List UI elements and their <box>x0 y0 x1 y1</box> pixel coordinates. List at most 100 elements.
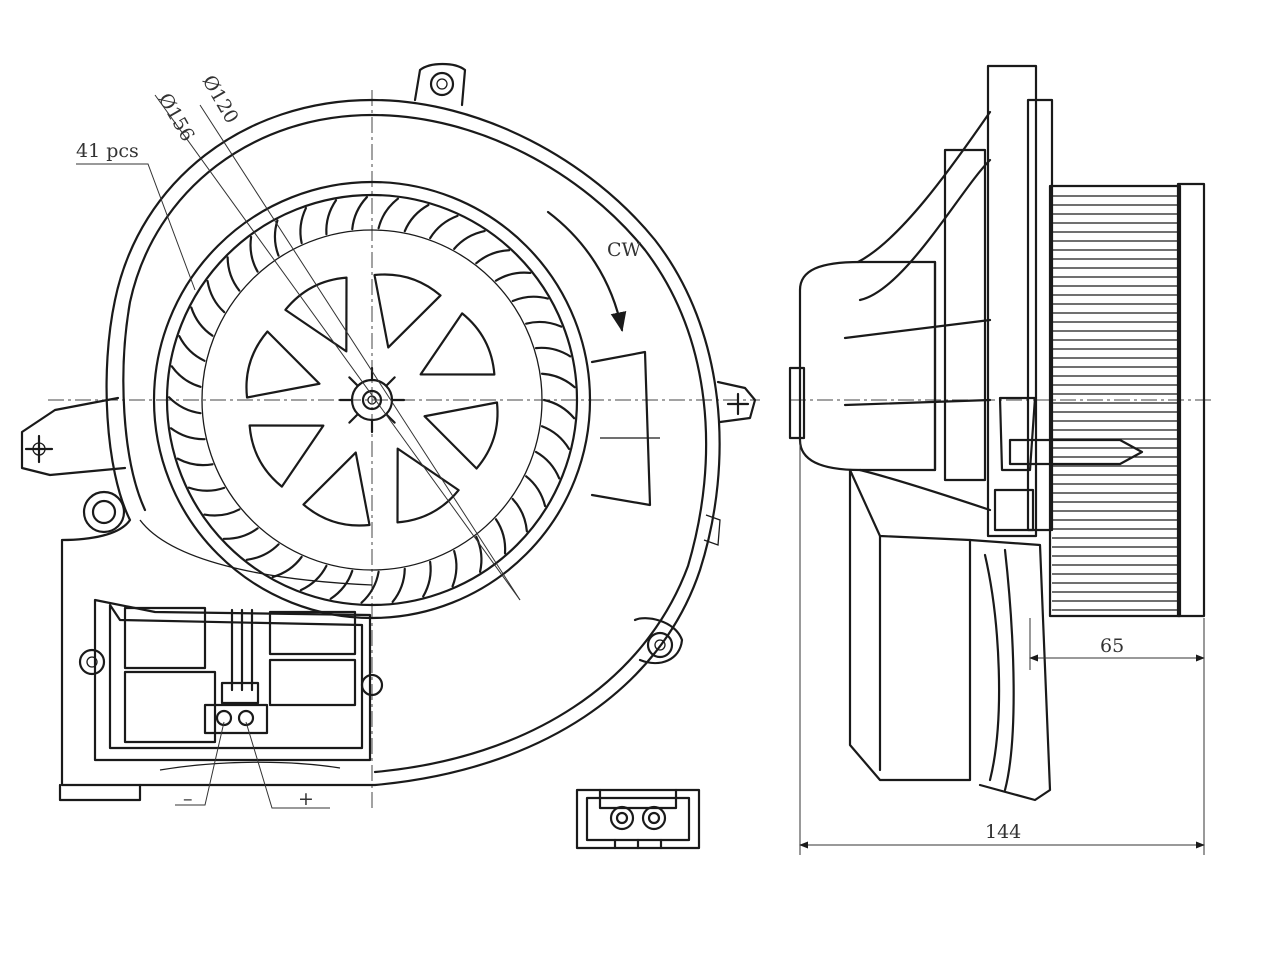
fan-blade <box>403 203 430 233</box>
outer-diameter-label: Ø156 <box>154 90 199 146</box>
right-mount-ear <box>716 380 757 424</box>
fan-blade <box>525 320 563 328</box>
scroll-housing-outer <box>60 98 721 787</box>
blade-count-label: 41 pcs <box>76 140 139 162</box>
hub-window <box>302 451 371 527</box>
fan-blade <box>226 256 241 292</box>
fan-blade <box>511 295 549 303</box>
side-view: 65 144 <box>788 64 1215 855</box>
screw-lower-left <box>78 648 106 676</box>
connector-pin-2 <box>641 805 667 831</box>
side-wheel <box>1048 184 1182 618</box>
inner-diameter-label: Ø120 <box>198 72 243 128</box>
terminal-minus <box>215 709 233 727</box>
lower-housing <box>848 468 972 782</box>
fan-blade <box>222 527 259 540</box>
top-mount-boss <box>413 62 467 107</box>
fan-blade <box>170 365 202 388</box>
fan-blade <box>377 197 400 230</box>
wheel-ribs <box>1052 195 1178 611</box>
fan-blade <box>169 427 206 441</box>
fan-blade <box>494 518 507 555</box>
fan-blade <box>187 486 226 492</box>
hub-windows <box>245 273 499 527</box>
rotation-label: CW <box>607 239 642 261</box>
fan-blades <box>167 195 576 604</box>
screw-lower-center <box>360 673 384 697</box>
rotation-arrow-icon <box>546 210 627 332</box>
fan-blade <box>475 249 511 265</box>
front-view: CW Ø156 Ø120 41 pcs – + <box>20 62 760 810</box>
depth-total-label: 144 <box>985 821 1021 843</box>
bottom-foot <box>58 783 142 802</box>
resistor-block-left <box>123 606 207 670</box>
fan-blade <box>176 457 214 467</box>
fan-blade <box>299 206 308 245</box>
fan-blade <box>203 508 241 517</box>
diameter-leader-outer <box>154 94 521 601</box>
plus-label: + <box>298 788 314 810</box>
fan-blade <box>325 199 338 236</box>
motor-body <box>798 260 937 472</box>
fan-blade <box>534 450 561 480</box>
fan-blade <box>190 306 214 337</box>
fan-blade <box>329 569 354 600</box>
fan-blade <box>540 372 576 389</box>
motor-shaft <box>1008 438 1144 466</box>
side-clip <box>703 514 721 546</box>
fan-wheel-inner <box>201 229 543 571</box>
hub-window <box>245 330 321 399</box>
fan-blade <box>534 346 572 358</box>
fan-blade <box>511 497 528 533</box>
housing-seam <box>139 519 373 586</box>
minus-leader <box>175 721 225 806</box>
fan-blade <box>206 279 226 314</box>
fan-blade <box>475 535 483 573</box>
fan-blade <box>360 570 380 604</box>
fan-blade <box>167 396 202 415</box>
connector-pin-1 <box>609 805 635 831</box>
fan-blade <box>451 550 458 588</box>
resistor-block-right <box>268 610 357 656</box>
hub-icon <box>338 366 406 434</box>
motor-flange <box>986 64 1038 538</box>
plus-leader <box>245 721 330 809</box>
blade-count-leader <box>76 163 196 291</box>
scroll-housing-inner <box>122 113 708 774</box>
fan-blade <box>540 425 571 450</box>
left-mount-ear <box>20 396 127 477</box>
terminal-plus <box>237 709 255 727</box>
lower-right-mount <box>633 617 684 665</box>
connector-body <box>220 681 260 705</box>
fan-blade <box>178 335 206 362</box>
hub-window <box>396 447 460 524</box>
fan-blade <box>422 560 432 598</box>
hub-window <box>248 424 325 488</box>
right-screw-icon <box>726 392 750 416</box>
terminal-block <box>203 703 269 735</box>
hub-window <box>419 312 496 376</box>
fan-blade <box>249 235 259 273</box>
depth-wheel-label: 65 <box>1100 635 1124 657</box>
fan-blade <box>429 214 459 240</box>
fan-blade <box>299 564 328 592</box>
connector-detail <box>575 788 701 850</box>
minus-label: – <box>183 788 193 810</box>
hub-window <box>373 273 442 349</box>
diameter-leader-inner <box>199 104 521 601</box>
fan-blade <box>391 567 406 604</box>
wheel-end-cap <box>1176 182 1206 618</box>
left-screw-icon <box>24 434 54 464</box>
top-mount-hole <box>429 71 455 97</box>
fan-blade <box>525 475 547 508</box>
left-boss <box>82 490 126 534</box>
fan-blade <box>351 195 369 231</box>
fan-wheel-outer <box>152 180 592 620</box>
hub-window <box>284 276 348 353</box>
fan-blade <box>542 398 576 420</box>
fan-blade <box>245 543 280 561</box>
outlet-duct <box>590 350 652 507</box>
fan-blade <box>494 271 532 282</box>
hub-window <box>423 401 499 470</box>
